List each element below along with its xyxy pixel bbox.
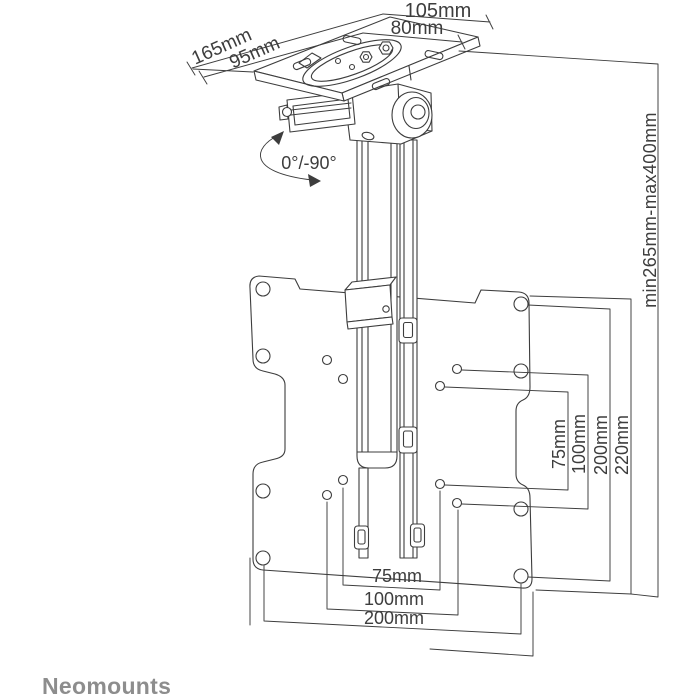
mount-hole [513, 568, 529, 584]
rail-tab-slot [357, 529, 366, 545]
mount-hole [255, 550, 271, 566]
screw-head [334, 57, 342, 65]
dim-line-75-horizontal [342, 487, 441, 591]
rotation-arrow-arc [260, 135, 313, 181]
hex-bolt-hub [382, 44, 390, 52]
ceiling-slot [424, 50, 444, 61]
mount-hole-small [451, 497, 463, 509]
telescopic-arm [344, 139, 426, 559]
clamp-bolt [382, 305, 390, 313]
mount-hole-small [321, 489, 333, 501]
dim-lines-105-80 [362, 13, 494, 50]
latch-block-slot [402, 321, 414, 339]
ceiling-plate [253, 16, 481, 102]
dim-line-75-vertical [444, 386, 569, 491]
dim-label-100-vertical: 100mm [569, 414, 589, 474]
clamp-front-face [344, 284, 393, 323]
dim-line-height-range [458, 50, 659, 598]
mount-hole-small [337, 474, 349, 486]
tilt-range-label: 0°/-90° [281, 153, 336, 173]
dim-line-100-horizontal [326, 501, 459, 616]
dimension-right-group: 75mm 100mm 200mm 220mm [444, 295, 632, 595]
mount-hole [513, 296, 529, 312]
mount-hole-small [451, 363, 463, 375]
brand-logo-text: Neomounts [42, 673, 171, 699]
mount-hole-small [321, 354, 333, 366]
ceiling-plate-fold-mark [408, 65, 412, 81]
dim-label-200-horizontal: 200mm [364, 608, 424, 628]
tilt-drum-face [402, 96, 430, 130]
hinge-pin-bolt [281, 106, 293, 118]
arm-rear-rail-lines [403, 140, 414, 559]
dim-label-200-vertical: 200mm [591, 415, 611, 475]
mount-hole [513, 501, 529, 517]
vesa-holes-75-100-pattern [321, 354, 463, 509]
dim-lines-165-95 [186, 13, 384, 85]
mount-hole [255, 483, 271, 499]
mount-hole-small [434, 478, 446, 490]
mount-hole [513, 363, 529, 379]
clamp-lip [346, 316, 394, 330]
dim-line-200-vertical [527, 304, 611, 582]
dim-line-100-vertical [461, 369, 589, 510]
arm-rear-rail [399, 139, 418, 559]
screw-head [348, 63, 356, 71]
vesa-holes-200-pattern [255, 281, 529, 584]
dim-label-105: 105mm [405, 0, 472, 22]
hinge-detail-oval [361, 131, 375, 141]
rail-tab-slot [413, 527, 422, 543]
dim-line-200-horizontal [263, 565, 522, 635]
dim-label-220: 220mm [612, 415, 632, 475]
mount-hole [255, 281, 271, 297]
rotation-annotation: 0°/-90° [260, 131, 337, 187]
dim-label-75-vertical: 75mm [549, 419, 569, 469]
ceiling-plate-opening-outer [302, 39, 402, 87]
dim-label-75-horizontal: 75mm [372, 566, 422, 586]
rotation-arrowhead-down [308, 174, 321, 187]
mount-hole [255, 348, 271, 364]
dim-extension-lines [249, 557, 534, 657]
dim-label-height-range: min265mm-max400mm [640, 112, 660, 308]
tilt-drum-hub [410, 104, 426, 120]
ceiling-slot [292, 58, 312, 71]
hex-bolt [378, 41, 394, 55]
dim-line-220 [529, 295, 632, 595]
latch-block-slot [402, 430, 414, 448]
hex-bolt-hub [362, 53, 370, 61]
hex-bolt [359, 51, 373, 63]
mount-hole-small [434, 380, 446, 392]
hinge-assembly [278, 83, 433, 145]
dimension-bottom-group: 75mm 100mm 200mm [249, 487, 534, 657]
ceiling-slot [371, 78, 391, 91]
mount-hole-small [337, 373, 349, 385]
dim-label-80: 80mm [391, 18, 444, 39]
slide-clamp [344, 276, 397, 330]
rotation-arrowhead-up [271, 131, 284, 145]
dim-label-100-horizontal: 100mm [364, 589, 424, 609]
hinge-pin-rods [290, 98, 352, 126]
dimension-height-range-group: min265mm-max400mm [458, 50, 660, 598]
